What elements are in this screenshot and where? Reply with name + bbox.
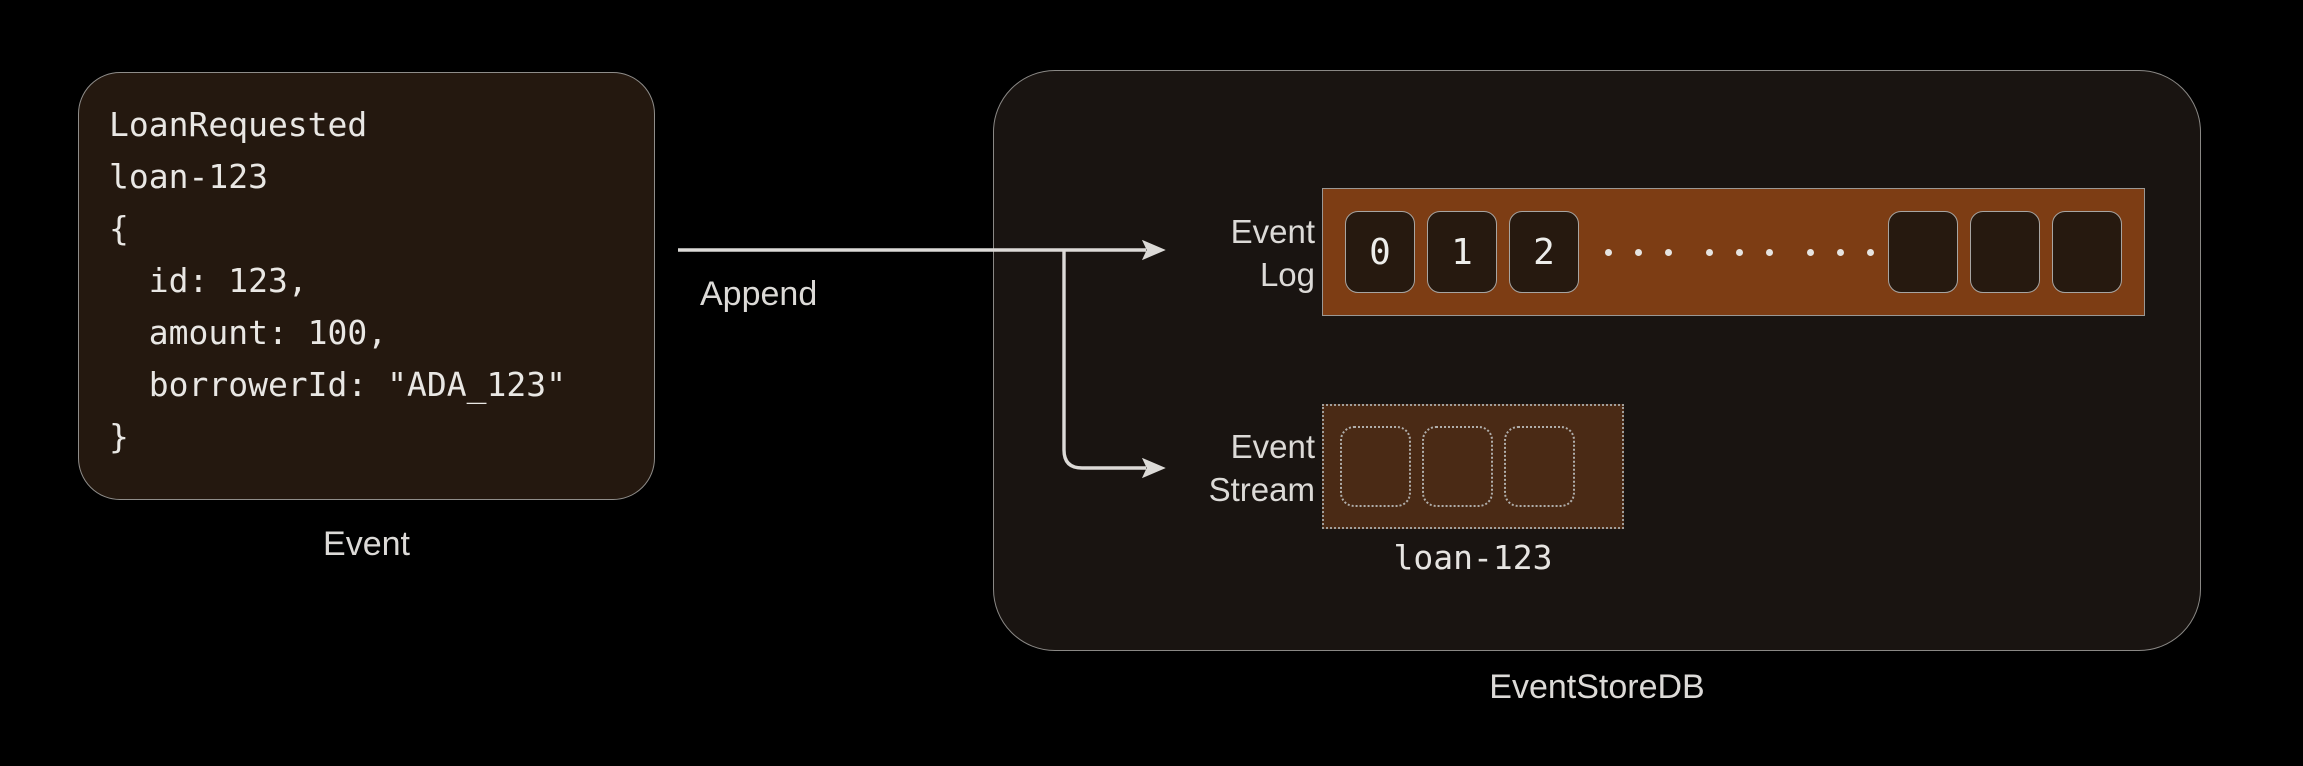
ellipsis-group-3 (1807, 248, 1874, 256)
ellipsis-group-2 (1706, 248, 1773, 256)
event-card-caption: Event (323, 525, 410, 563)
event-log-cell-2[interactable]: 2 (1509, 211, 1579, 293)
event-stream-cell-2[interactable] (1422, 426, 1493, 507)
ellipsis-dot (1736, 248, 1743, 256)
event-log-label-line2: Log (1259, 256, 1315, 293)
event-stream-label-line1: Event (1230, 428, 1315, 465)
ellipsis-dot (1867, 248, 1874, 256)
ellipsis-dot (1706, 248, 1713, 256)
event-stream-cell-3[interactable] (1504, 426, 1575, 507)
event-log-ellipsis (1597, 248, 1882, 256)
eventstoredb-container (993, 70, 2201, 651)
event-stream-cell-1[interactable] (1340, 426, 1411, 507)
event-log-cell-empty-2[interactable] (1970, 211, 2040, 293)
event-log-label-line1: Event (1230, 213, 1315, 250)
ellipsis-dot (1635, 248, 1642, 256)
event-stream-label-line2: Stream (1208, 471, 1315, 508)
ellipsis-dot (1807, 248, 1814, 256)
ellipsis-group-1 (1605, 248, 1672, 256)
event-stream-name: loan-123 (1393, 538, 1553, 577)
ellipsis-dot (1766, 248, 1773, 256)
ellipsis-dot (1837, 248, 1844, 256)
ellipsis-dot (1665, 248, 1672, 256)
eventstoredb-caption: EventStoreDB (1489, 668, 1705, 706)
event-payload-code: LoanRequested loan-123 { id: 123, amount… (109, 105, 566, 456)
event-log-bar: 0 1 2 (1322, 188, 2145, 316)
event-log-cell-empty-3[interactable] (2052, 211, 2122, 293)
event-stream-box (1322, 404, 1624, 529)
event-log-cell-empty-1[interactable] (1888, 211, 1958, 293)
event-log-cell-0[interactable]: 0 (1345, 211, 1415, 293)
event-card: LoanRequested loan-123 { id: 123, amount… (78, 72, 655, 500)
event-log-cell-1[interactable]: 1 (1427, 211, 1497, 293)
ellipsis-dot (1605, 248, 1612, 256)
append-label: Append (700, 275, 818, 313)
